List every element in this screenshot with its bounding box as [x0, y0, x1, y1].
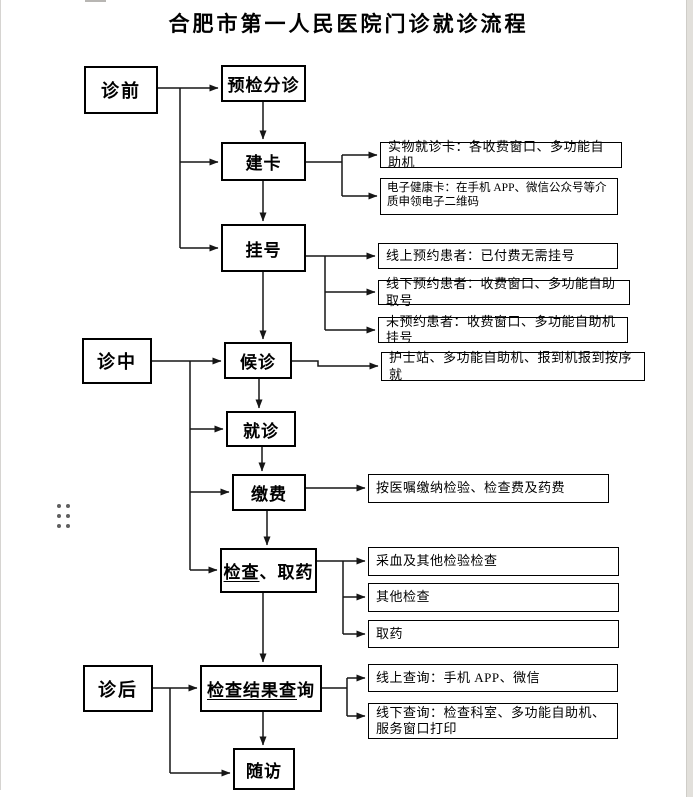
note-offline-query: 线下查询：检查科室、多功能自助机、服务窗口打印: [368, 703, 618, 739]
drag-handle-icon[interactable]: [57, 504, 70, 528]
step-box-consult: 就诊: [226, 411, 296, 447]
step-box-wait: 候诊: [224, 342, 292, 379]
stage-box-during-visit: 诊中: [82, 338, 152, 384]
note-blood-tests: 采血及其他检验检查: [368, 547, 619, 576]
dot: [66, 504, 70, 508]
step-box-result-query: 检查结果查询: [200, 665, 322, 712]
step-box-exam-medicine: 检查、取药: [220, 548, 317, 593]
dot: [66, 524, 70, 528]
note-offline-booked: 线下预约患者：收费窗口、多功能自助取号: [378, 276, 630, 308]
note-pay-fees: 按医嘱缴纳检验、检查费及药费: [368, 474, 609, 503]
ruler-mark: [85, 0, 106, 2]
note-other-exams: 其他检查: [368, 583, 619, 612]
step-label-underlined: 检查结果查: [207, 681, 297, 700]
dot: [66, 514, 70, 518]
dot: [57, 524, 61, 528]
dot: [57, 504, 61, 508]
step-box-pay: 缴费: [232, 474, 306, 511]
page-right-edge: [686, 0, 693, 797]
step-label-underlined: 检查: [223, 563, 260, 582]
page-left-edge: [0, 0, 1, 790]
note-e-health-card: 电子健康卡：在手机 APP、微信公众号等介质申领电子二维码: [380, 178, 618, 215]
stage-box-before-visit: 诊前: [84, 66, 158, 114]
dot: [57, 514, 61, 518]
note-checkin: 护士站、多功能自助机、报到机报到按序就: [381, 350, 645, 382]
note-online-booked: 线上预约患者：已付费无需挂号: [378, 243, 618, 269]
step-label-rest: 、取药: [259, 563, 314, 582]
stage-box-after-visit: 诊后: [83, 665, 153, 712]
step-label-rest: 询: [297, 681, 315, 700]
note-unbooked: 未预约患者：收费窗口、多功能自助机挂号: [378, 314, 628, 345]
note-get-medicine: 取药: [368, 620, 619, 648]
note-online-query: 线上查询：手机 APP、微信: [368, 664, 618, 692]
note-physical-card: 实物就诊卡：各收费窗口、多功能自助机: [380, 139, 622, 170]
step-box-follow-up: 随访: [233, 748, 295, 790]
page-title: 合肥市第一人民医院门诊就诊流程: [168, 12, 529, 36]
step-box-triage: 预检分诊: [221, 65, 306, 102]
step-box-create-card: 建卡: [221, 142, 306, 181]
step-box-register: 挂号: [221, 224, 306, 272]
